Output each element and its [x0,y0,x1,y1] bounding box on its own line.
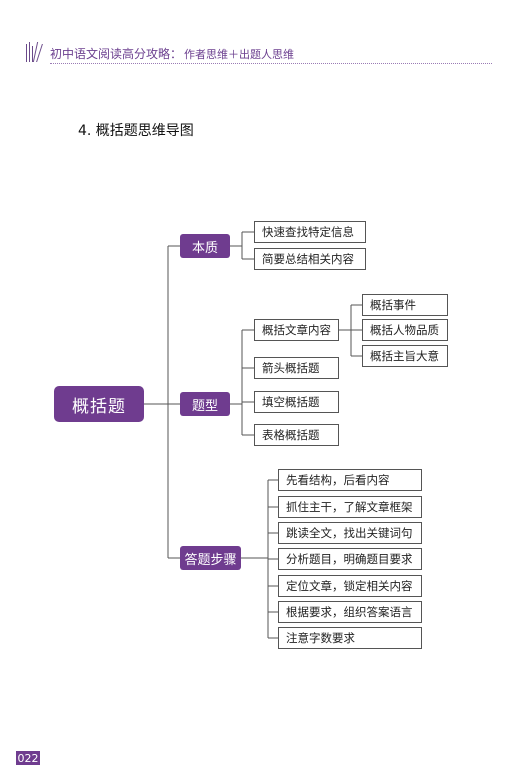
step-node: 注意字数要求 [278,627,422,649]
sub-leaf-node: 概括主旨大意 [362,345,448,367]
mindmap-root-node: 概括题 [54,386,144,422]
leaf-node: 箭头概括题 [254,357,339,379]
step-node: 分析题目，明确题目要求 [278,548,422,570]
step-node: 先看结构，后看内容 [278,469,422,491]
page-number: 022 [16,751,40,765]
leaf-node: 快速查找特定信息 [254,221,366,243]
sub-leaf-node: 概括事件 [362,294,448,316]
leaf-node: 概括文章内容 [254,319,339,341]
book-title: 初中语文阅读高分攻略：作者思维＋出题人思维 [50,45,294,62]
category-node-types: 题型 [180,392,230,416]
step-node: 跳读全文，找出关键词句 [278,522,422,544]
book-logo-icon [26,42,44,62]
step-node: 根据要求，组织答案语言 [278,601,422,623]
book-title-main: 初中语文阅读高分攻略： [50,47,183,61]
section-title: 4. 概括题思维导图 [78,123,194,139]
leaf-node: 简要总结相关内容 [254,248,366,270]
page-header: 初中语文阅读高分攻略：作者思维＋出题人思维 [0,0,505,70]
leaf-node: 表格概括题 [254,424,339,446]
category-node-steps: 答题步骤 [180,546,241,570]
book-title-subtitle: 作者思维＋出题人思维 [184,48,295,61]
leaf-node: 填空概括题 [254,391,339,413]
sub-leaf-node: 概括人物品质 [362,319,448,341]
category-node-nature: 本质 [180,234,230,258]
step-node: 定位文章，锁定相关内容 [278,575,422,597]
step-node: 抓住主干，了解文章框架 [278,496,422,518]
header-divider [50,63,492,64]
